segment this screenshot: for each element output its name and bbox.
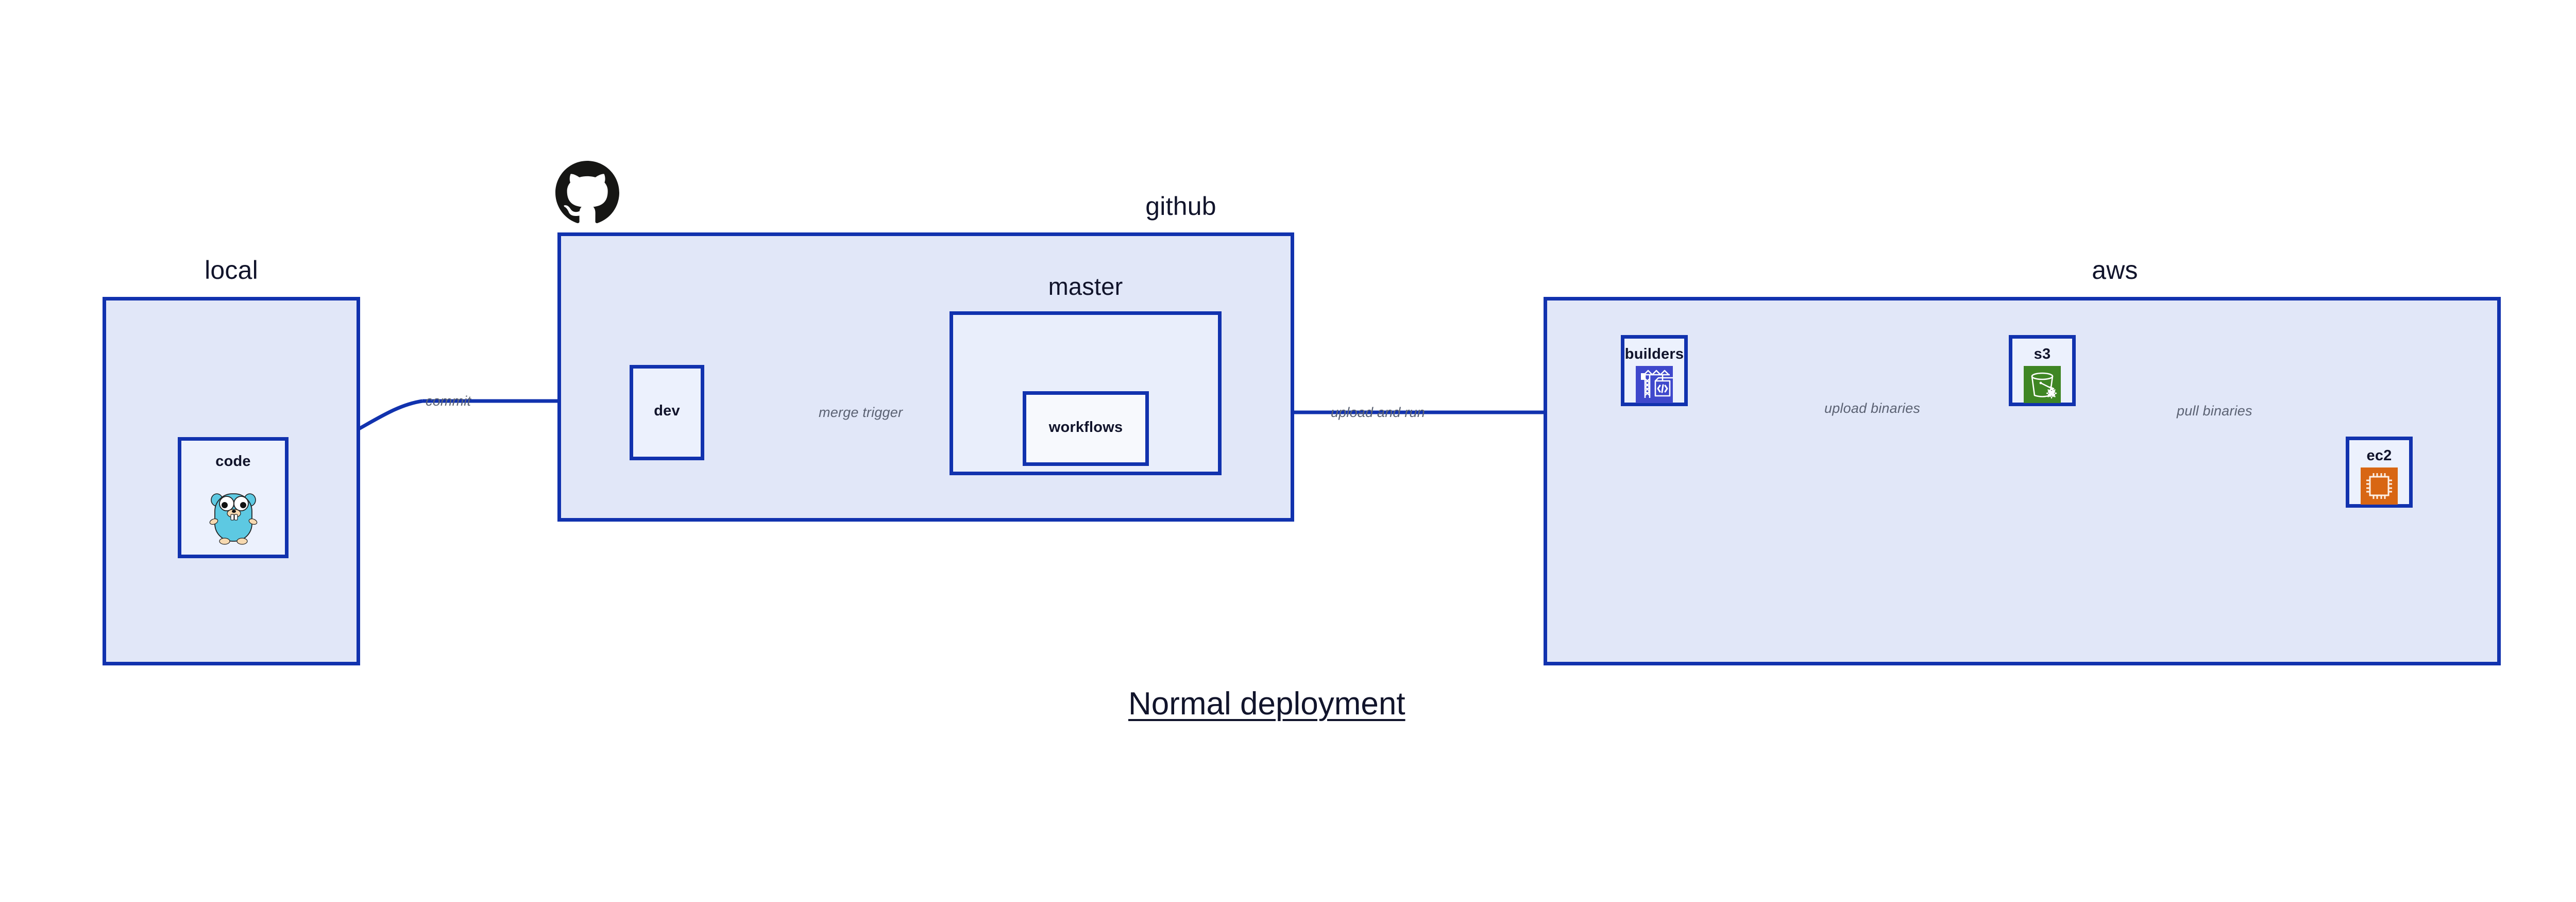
node-builders[interactable]: builders bbox=[1621, 335, 1688, 406]
aws-ec2-chip-icon bbox=[2361, 467, 2398, 505]
edge-label-upload-binaries: upload binaries bbox=[1824, 400, 1921, 416]
group-aws-label: aws bbox=[2092, 256, 2138, 285]
node-dev-label: dev bbox=[654, 403, 680, 419]
node-s3-label: s3 bbox=[2033, 346, 2051, 362]
node-ec2-label: ec2 bbox=[2366, 447, 2392, 464]
node-dev[interactable]: dev bbox=[630, 365, 704, 460]
node-code[interactable]: code bbox=[178, 437, 289, 558]
node-code-label: code bbox=[215, 453, 251, 470]
node-workflows-label: workflows bbox=[1048, 419, 1123, 436]
node-s3[interactable]: s3 bbox=[2009, 335, 2076, 406]
group-master-label: master bbox=[1048, 273, 1123, 300]
aws-s3-bucket-icon bbox=[2024, 366, 2061, 403]
diagram-title: Normal deployment bbox=[1128, 686, 1405, 722]
group-local-label: local bbox=[205, 256, 258, 285]
aws-builders-crane-icon bbox=[1636, 366, 1673, 403]
edge-label-commit: commit bbox=[426, 393, 471, 409]
go-gopher-icon bbox=[209, 485, 258, 545]
node-workflows[interactable]: workflows bbox=[1023, 391, 1149, 466]
node-ec2[interactable]: ec2 bbox=[2346, 437, 2413, 508]
edge-label-upload-and-run: upload and run bbox=[1331, 405, 1425, 420]
group-github-label: github bbox=[1145, 192, 1216, 221]
github-octocat-icon bbox=[555, 161, 619, 225]
node-builders-label: builders bbox=[1624, 346, 1684, 362]
edge-label-pull-binaries: pull binaries bbox=[2177, 403, 2252, 419]
edge-label-merge-trigger: merge trigger bbox=[819, 405, 903, 420]
